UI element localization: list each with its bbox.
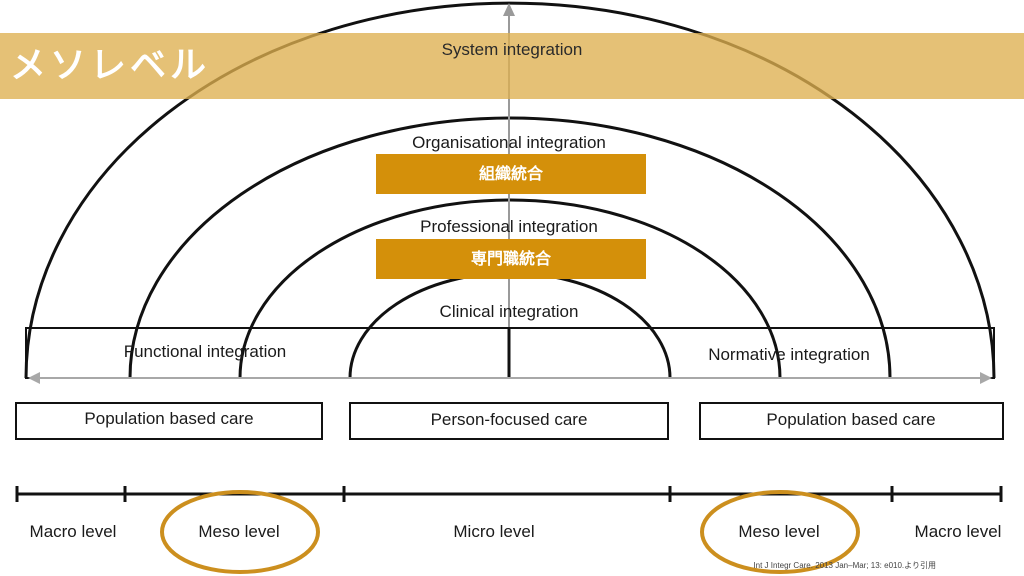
professional-integration-label: Professional integration: [420, 217, 598, 236]
micro-level-label: Micro level: [453, 522, 534, 541]
professional-integration-jp-box: 専門職統合: [376, 239, 646, 279]
organisational-integration-jp-box: 組織統合: [376, 154, 646, 194]
slide-title: メソレベル: [10, 45, 211, 86]
organisational-integration-label: Organisational integration: [412, 133, 606, 152]
population-care-label-left: Population based care: [84, 409, 253, 428]
population-care-box-right: [699, 402, 1004, 440]
system-integration-label: System integration: [441, 40, 583, 59]
meso-level-banner: [0, 33, 1024, 99]
meso-level-label-left: Meso level: [198, 522, 279, 541]
clinical-integration-label: Clinical integration: [440, 302, 579, 321]
person-focused-care-label: Person-focused care: [431, 410, 588, 429]
system-integration-arc: [24, 1, 996, 379]
vertical-arrowhead: [503, 3, 515, 16]
meso-highlight-ellipse-right: [700, 490, 860, 574]
citation-note: Int J Integr Care. 2013 Jan–Mar; 13: e01…: [753, 561, 936, 570]
person-focused-care-box: [349, 402, 669, 440]
population-care-box-left: [15, 402, 323, 440]
meso-highlight-ellipse-left: [160, 490, 320, 574]
macro-level-label-left: Macro level: [30, 522, 117, 541]
right-arrowhead: [980, 372, 992, 384]
macro-level-label-right: Macro level: [915, 522, 1002, 541]
normative-integration-label: Normative integration: [708, 345, 870, 364]
population-care-label-right: Population based care: [766, 410, 935, 429]
meso-level-label-right: Meso level: [738, 522, 819, 541]
left-arrowhead: [28, 372, 40, 384]
functional-integration-label: Functional integration: [124, 342, 287, 361]
